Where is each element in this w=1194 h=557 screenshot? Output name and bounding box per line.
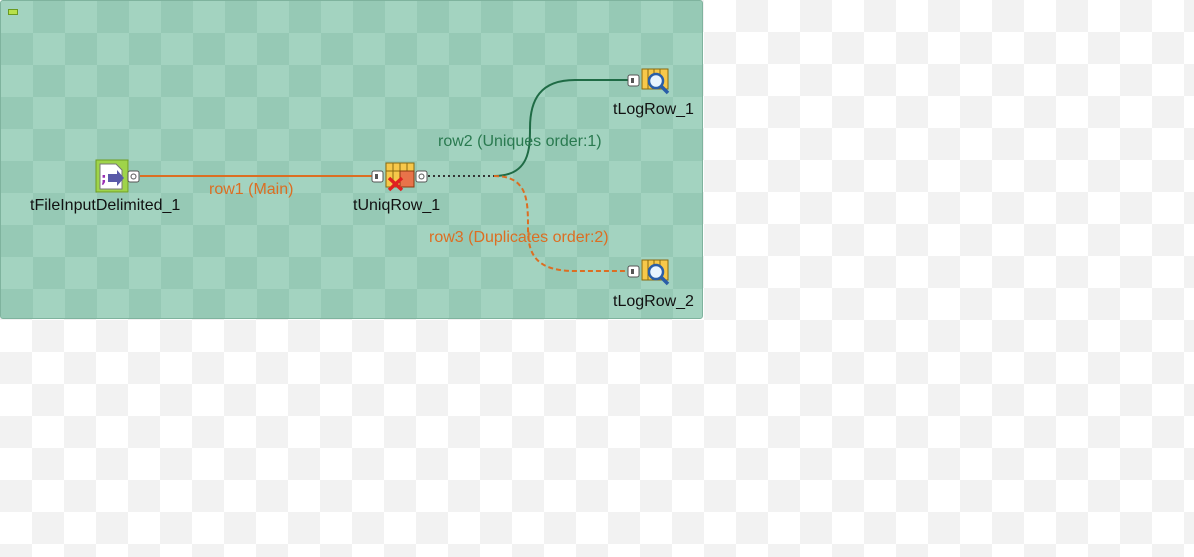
input-connector[interactable]: [371, 170, 384, 183]
component-label-tlogrow-2[interactable]: tLogRow_2: [613, 293, 694, 310]
subjob-area[interactable]: [0, 0, 703, 319]
component-label-tlogrow-1[interactable]: tLogRow_1: [613, 101, 694, 118]
output-connector[interactable]: [127, 170, 140, 183]
component-label-tuniqrow[interactable]: tUniqRow_1: [353, 197, 441, 214]
connection-label-row2[interactable]: row2 (Uniques order:1): [438, 133, 602, 150]
connection-row3[interactable]: [493, 175, 628, 272]
log-row-icon[interactable]: [641, 259, 670, 286]
svg-text:;: ;: [101, 171, 107, 187]
input-connector[interactable]: [627, 74, 640, 87]
component-label-tfileinputdelimited[interactable]: tFileInputDelimited_1: [30, 197, 181, 214]
file-input-delimited-icon[interactable]: ;: [95, 159, 129, 193]
connection-row2[interactable]: [493, 79, 628, 177]
connection-label-row3[interactable]: row3 (Duplicates order:2): [429, 229, 609, 246]
uniq-row-icon[interactable]: [385, 162, 415, 192]
log-row-icon[interactable]: [641, 68, 670, 95]
output-connector[interactable]: [415, 170, 428, 183]
collapse-subjob-button[interactable]: [8, 9, 18, 15]
connection-label-row1[interactable]: row1 (Main): [209, 181, 294, 198]
input-connector[interactable]: [627, 265, 640, 278]
